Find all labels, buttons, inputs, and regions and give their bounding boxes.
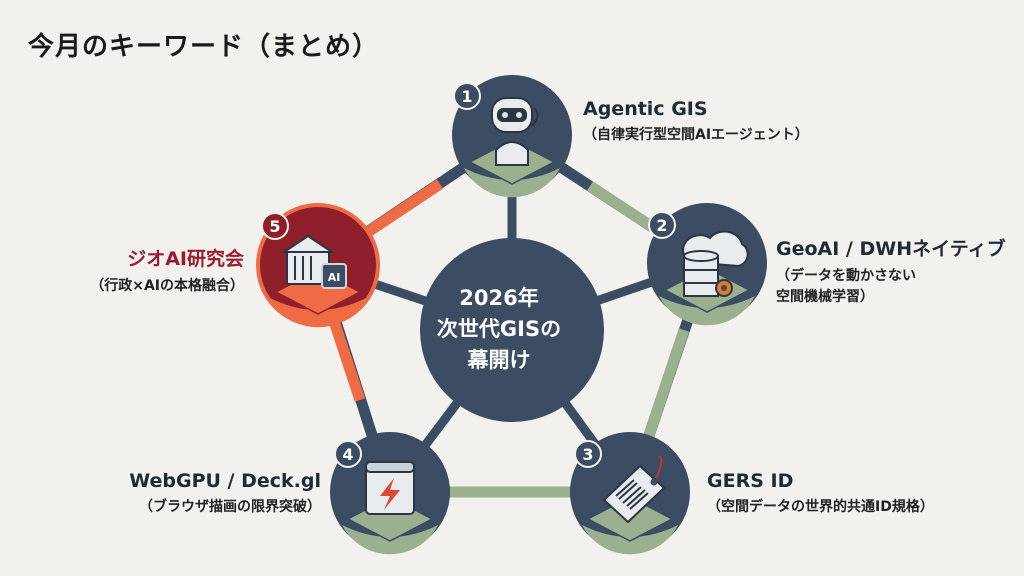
- database-cloud-icon: [682, 230, 749, 297]
- node-5-subtitle: （行政×AIの本格融合）: [90, 278, 244, 294]
- node-1-number: 1: [461, 87, 472, 106]
- center-line-1: 2026年: [459, 286, 539, 310]
- node-3-title: GERS ID: [707, 470, 794, 492]
- node-4-title: WebGPU / Deck.gl: [129, 470, 321, 492]
- node-3[interactable]: 3: [570, 432, 690, 555]
- node-1-title: Agentic GIS: [583, 98, 708, 120]
- node-5-number: 5: [269, 217, 280, 236]
- node-2-subtitle-1: （データを動かさない: [776, 268, 916, 284]
- node-2-label: GeoAI / DWHネイティブ （データを動かさない 空間機械学習）: [776, 234, 1006, 308]
- node-1-badge: [453, 82, 481, 110]
- page-title: 今月のキーワード（まとめ）: [28, 32, 380, 62]
- node-2-badge: [648, 211, 676, 239]
- edge-4-5-accent: [327, 316, 366, 402]
- node-4-badge: [334, 440, 362, 468]
- node-3-badge: [574, 440, 602, 468]
- edge-5-1-accent: [364, 179, 444, 237]
- browser-lightning-icon: [365, 461, 415, 515]
- center-line-2: 次世代GISの: [436, 317, 562, 341]
- node-4-label: WebGPU / Deck.gl （ブラウザ描画の限界突破）: [129, 470, 321, 518]
- node-5[interactable]: AI 5: [256, 203, 380, 328]
- node-2-title: GeoAI / DWHネイティブ: [776, 238, 1006, 260]
- node-4-number: 4: [342, 445, 353, 464]
- center-line-3: 幕開け: [467, 348, 531, 372]
- node-1[interactable]: 1: [452, 75, 572, 198]
- node-4[interactable]: 4: [330, 432, 450, 555]
- svg-text:AI: AI: [328, 271, 341, 284]
- center-hub: [420, 238, 604, 422]
- center-hub-text: 2026年 次世代GISの 幕開け: [419, 283, 579, 376]
- node-3-label: GERS ID （空間データの世界的共通ID規格）: [707, 470, 934, 518]
- node-3-number: 3: [582, 445, 593, 464]
- node-2[interactable]: 2: [647, 203, 767, 326]
- node-2-number: 2: [656, 216, 667, 235]
- edge-2-3-accent: [642, 328, 690, 440]
- barcode-tag-icon: [602, 455, 666, 524]
- node-1-subtitle: （自律実行型空間AIエージェント）: [583, 127, 809, 143]
- node-1-label: Agentic GIS （自律実行型空間AIエージェント）: [583, 98, 809, 146]
- node-5-label: ジオAI研究会 （行政×AIの本格融合）: [90, 244, 244, 297]
- robot-icon: [491, 97, 539, 166]
- node-3-subtitle: （空間データの世界的共通ID規格）: [707, 499, 934, 515]
- node-5-title: ジオAI研究会: [127, 248, 244, 270]
- building-ai-chip-icon: AI: [280, 234, 347, 289]
- node-2-subtitle-2: 空間機械学習）: [776, 289, 874, 305]
- node-4-subtitle: （ブラウザ描画の限界突破）: [139, 499, 321, 515]
- node-5-badge: [261, 212, 289, 240]
